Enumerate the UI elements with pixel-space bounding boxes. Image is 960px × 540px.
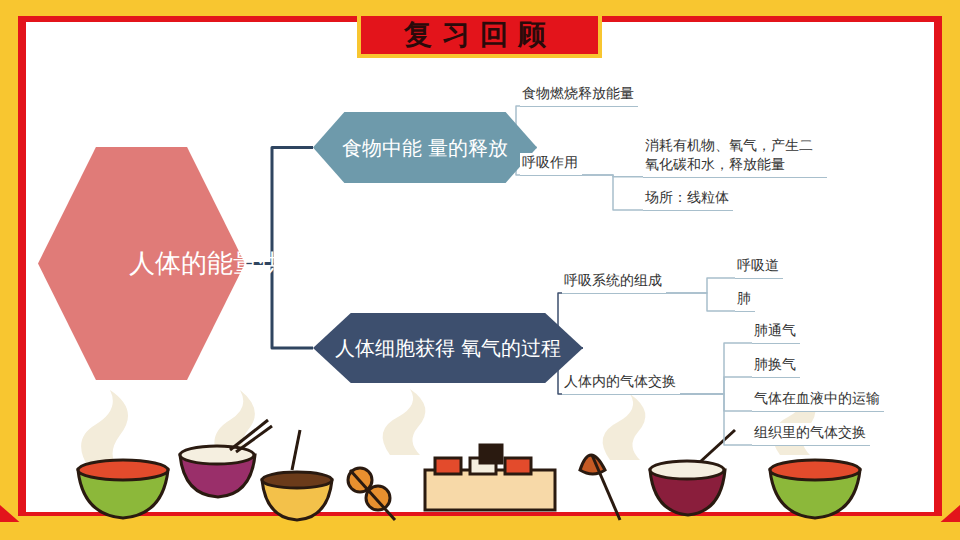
red-frame [18,16,942,516]
node-text: 肺换气 [754,355,796,374]
branch-item: 消耗有机物、氧气，产生二 氧化碳和水，释放能量 [643,136,827,178]
branch-connector [680,377,752,394]
branch-connector [582,175,643,210]
node-text: 肺 [737,289,751,308]
node-text: 食物中能 量的释放 [342,135,508,161]
hexagon-fill [313,313,583,383]
node-text: 场所：线粒体 [645,188,729,207]
branch-item: 组织里的气体交换 [752,423,870,446]
branch-connector [245,148,313,264]
branch-item: 肺通气 [752,321,800,344]
branch-item: 人体内的气体交换 [562,372,680,395]
hexagon-node: 人体的能量供应 [38,147,245,380]
node-text: 肺通气 [754,321,796,340]
white-panel [26,22,934,512]
node-text: 食物燃烧释放能量 [522,84,634,103]
branch-connector [666,278,735,293]
hexagon-fill [38,147,245,380]
node-text: 组织里的气体交换 [754,423,866,442]
branch-item: 呼吸作用 [520,153,582,176]
branch-item: 食物燃烧释放能量 [520,84,638,107]
node-text: 呼吸作用 [522,153,578,172]
hexagon-fill [313,112,537,183]
hexagon-node: 人体细胞获得 氧气的过程 [313,313,583,383]
branch-connector [666,293,735,311]
branch-item: 场所：线粒体 [643,188,733,211]
branch-connector [245,264,313,349]
node-text: 人体细胞获得 氧气的过程 [335,335,561,361]
node-text: 气体在血液中的运输 [754,389,880,408]
branch-item: 肺 [735,289,755,312]
branch-item: 呼吸系统的组成 [562,271,666,294]
title-text: 复习回顾 [404,16,556,54]
branch-item: 肺换气 [752,355,800,378]
node-text: 消耗有机物、氧气，产生二 氧化碳和水，释放能量 [645,136,823,174]
title-banner: 复习回顾 [357,12,602,58]
node-text: 人体内的气体交换 [564,372,676,391]
branch-connector [680,394,752,411]
node-text: 呼吸道 [737,256,779,275]
node-text: 人体的能量供应 [129,247,155,281]
node-text: 呼吸系统的组成 [564,271,662,290]
hexagon-node: 食物中能 量的释放 [313,112,537,183]
bottom-band [0,522,960,540]
food [78,420,860,520]
branch-connector [680,343,752,394]
branch-item: 呼吸道 [735,256,783,279]
branch-item: 气体在血液中的运输 [752,389,884,412]
branch-connector [680,394,752,445]
